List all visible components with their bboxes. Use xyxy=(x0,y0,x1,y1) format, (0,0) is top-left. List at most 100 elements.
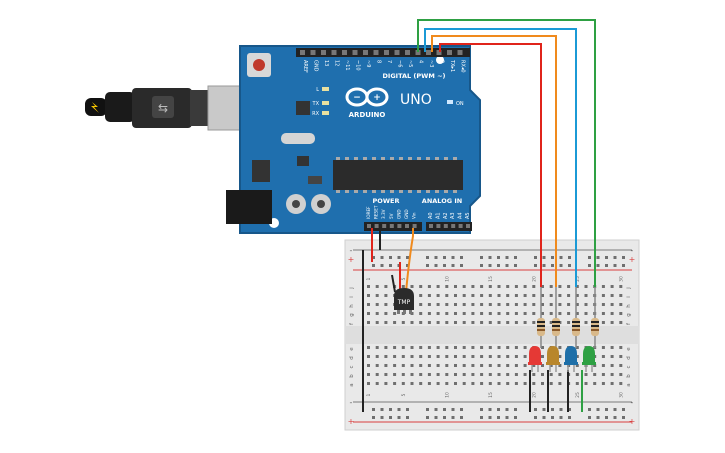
resistor[interactable] xyxy=(572,318,580,336)
digital-pin-hole[interactable] xyxy=(373,50,379,55)
rail-label: + xyxy=(629,417,636,426)
board-led xyxy=(322,101,329,105)
svg-text:⇆: ⇆ xyxy=(158,101,168,115)
wire-orange xyxy=(431,35,557,287)
digital-pin-hole[interactable] xyxy=(447,50,452,55)
digital-pin-hole[interactable] xyxy=(457,50,463,55)
digital-pin-label: 7 xyxy=(386,60,392,63)
rail-label: - xyxy=(350,246,353,255)
column-number: 30 xyxy=(618,276,624,282)
digital-header xyxy=(296,48,470,57)
power-pin-label: Vin xyxy=(412,212,417,219)
digital-pin-hole[interactable] xyxy=(363,50,368,55)
rail-label: + xyxy=(348,417,355,426)
row-letter: h xyxy=(349,304,355,308)
power-pin-hole[interactable] xyxy=(367,224,371,228)
analog-pin-hole[interactable] xyxy=(436,224,441,228)
analog-pin-hole[interactable] xyxy=(466,224,470,228)
analog-pin-hole[interactable] xyxy=(451,224,456,228)
digital-pin-hole[interactable] xyxy=(436,50,442,55)
wires xyxy=(362,19,596,412)
digital-pin-hole[interactable] xyxy=(342,50,347,55)
column-number: 20 xyxy=(531,392,537,398)
led-yellow[interactable] xyxy=(546,346,560,372)
digital-pin-label: GND xyxy=(313,60,319,72)
row-letter: c xyxy=(349,365,355,368)
power-header-label: POWER xyxy=(373,197,400,205)
power-led xyxy=(447,100,453,104)
digital-pin-label: ~10 xyxy=(355,60,361,71)
svg-text:+: + xyxy=(373,93,381,103)
resistor[interactable] xyxy=(591,318,599,336)
power-pin-hole[interactable] xyxy=(412,224,417,228)
column-number: 25 xyxy=(575,276,581,282)
digital-pin-hole[interactable] xyxy=(310,50,316,55)
analog-pin-label: A2 xyxy=(443,212,449,219)
power-pin-hole[interactable] xyxy=(382,224,387,228)
analog-pin-hole[interactable] xyxy=(458,224,463,228)
wire-red xyxy=(439,43,542,287)
brand-label: ARDUINO xyxy=(349,111,386,119)
row-letter: b xyxy=(626,374,632,378)
wire-green xyxy=(417,19,596,287)
digital-pin-label: AREF xyxy=(302,60,308,73)
column-number: 25 xyxy=(575,392,581,398)
digital-pin-hole[interactable] xyxy=(321,50,326,55)
analog-pin-hole[interactable] xyxy=(429,224,433,228)
row-letter: e xyxy=(349,347,355,351)
power-pin-label: IOREF xyxy=(366,206,371,219)
column-number: 15 xyxy=(488,276,494,282)
column-number: 1 xyxy=(366,277,372,280)
row-letter: f xyxy=(349,322,355,325)
row-letter: h xyxy=(626,304,632,308)
row-letter: a xyxy=(349,383,355,386)
led-green[interactable] xyxy=(582,346,596,372)
temperature-sensor[interactable]: TMP xyxy=(394,288,414,314)
resistor[interactable] xyxy=(537,318,545,336)
resistors xyxy=(537,287,599,348)
diode xyxy=(308,176,322,184)
rail-label: - xyxy=(350,398,353,407)
led-red[interactable] xyxy=(528,346,542,372)
led-blue[interactable] xyxy=(564,346,578,372)
digital-pin-label: ~3 xyxy=(428,60,434,67)
power-jack[interactable] xyxy=(226,190,272,224)
row-letter: j xyxy=(626,287,632,290)
digital-pin-hole[interactable] xyxy=(331,50,337,55)
wire-a0 xyxy=(405,228,414,293)
digital-pin-label: RX◂0 xyxy=(460,60,466,73)
sensor-label: TMP xyxy=(397,299,411,306)
digital-pin-hole[interactable] xyxy=(405,50,410,55)
row-letter: a xyxy=(626,383,632,386)
power-pin-label: GND xyxy=(404,209,409,219)
digital-pin-hole[interactable] xyxy=(384,50,389,55)
power-pin-hole[interactable] xyxy=(374,224,379,228)
usb-chip xyxy=(296,101,310,115)
digital-pin-hole[interactable] xyxy=(394,50,400,55)
digital-pin-hole[interactable] xyxy=(352,50,358,55)
digital-pin-hole[interactable] xyxy=(300,50,305,55)
analog-pin-hole[interactable] xyxy=(443,224,448,228)
row-letter: j xyxy=(349,287,355,290)
power-pin-hole[interactable] xyxy=(397,224,402,228)
column-number: 15 xyxy=(488,392,494,398)
digital-pin-hole[interactable] xyxy=(415,50,421,55)
power-pin-label: 5V xyxy=(389,213,394,219)
resistor[interactable] xyxy=(552,318,560,336)
digital-pin-hole[interactable] xyxy=(426,50,431,55)
digital-header-label: DIGITAL (PWM ~) xyxy=(383,72,446,80)
board-led-label: L xyxy=(316,87,319,93)
row-letter: f xyxy=(626,322,632,325)
power-pin-hole[interactable] xyxy=(389,224,394,228)
digital-pin-label: 13 xyxy=(323,60,329,66)
power-pin-hole[interactable] xyxy=(405,224,409,228)
rail-label: + xyxy=(348,255,355,264)
power-pin-label: 3.3V xyxy=(381,209,386,219)
row-letter: d xyxy=(626,356,632,360)
model-label: UNO xyxy=(400,92,432,108)
analog-pin-label: A5 xyxy=(465,212,471,219)
digital-pin-label: 4 xyxy=(418,60,424,63)
power-pin-label: RESET xyxy=(374,205,379,219)
